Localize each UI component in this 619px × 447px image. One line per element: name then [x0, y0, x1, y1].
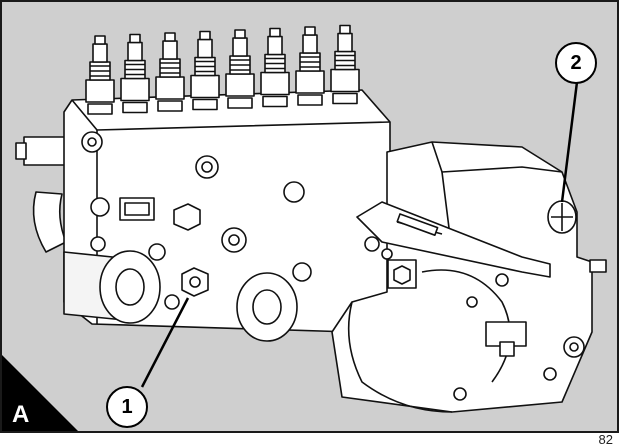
drive-coupling — [15, 136, 69, 253]
governor-housing — [331, 141, 607, 413]
delivery-valve-holder — [155, 32, 185, 112]
delivery-valve-holder — [225, 29, 255, 109]
leader-line-2 — [560, 81, 579, 203]
delivery-valve-holder — [120, 33, 150, 114]
delivery-valve-holder — [295, 26, 325, 106]
callout-1: 1 — [106, 386, 148, 428]
callout-2: 2 — [555, 42, 597, 84]
delivery-valve-holder — [190, 30, 220, 111]
delivery-valve-holder — [260, 27, 290, 108]
adjusting-screw-2 — [547, 200, 577, 234]
leader-line-1 — [140, 297, 190, 388]
injection-pump-illustration — [15, 24, 607, 413]
delivery-valves — [85, 24, 360, 115]
page-number: 82 — [598, 432, 613, 447]
plug-screw-1 — [181, 267, 209, 297]
delivery-valve-holder — [330, 24, 360, 105]
pump-body — [63, 89, 391, 342]
figure-frame: A 1 2 — [0, 0, 619, 433]
delivery-valve-holder — [85, 35, 115, 115]
corner-triangle — [2, 355, 78, 431]
figure-letter: A — [12, 401, 30, 428]
